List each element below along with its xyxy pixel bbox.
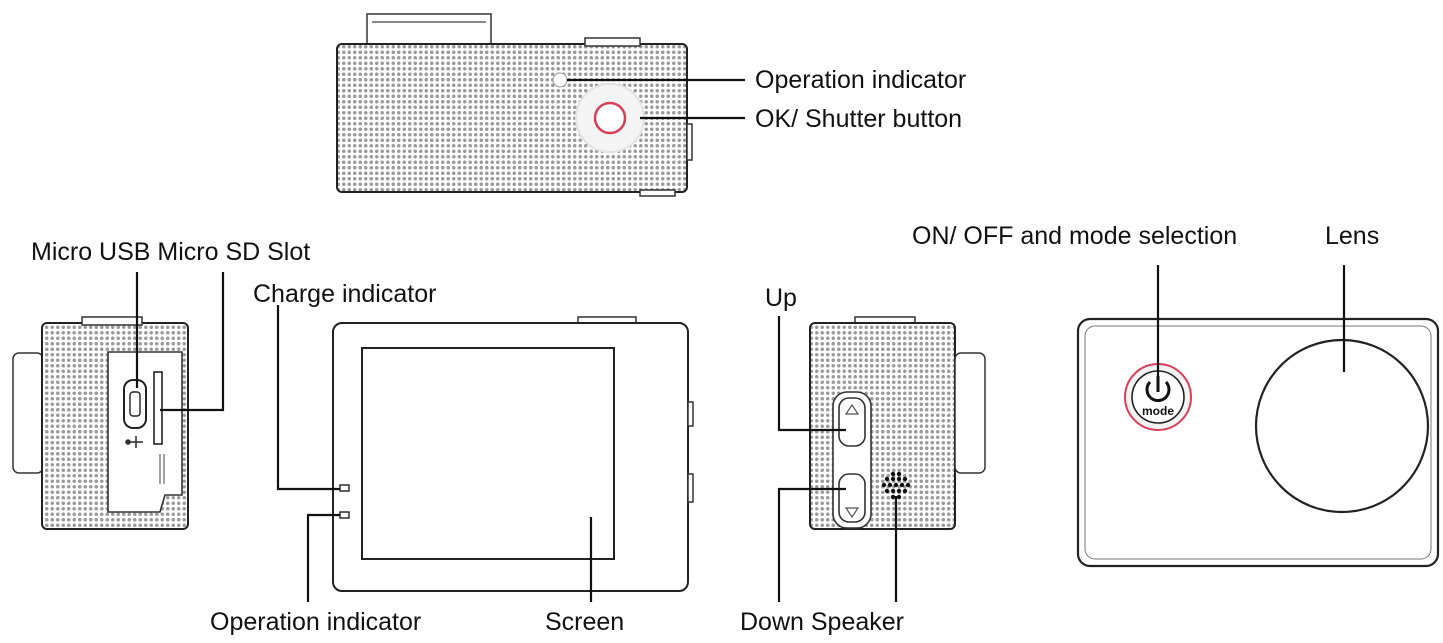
up-button[interactable] <box>838 397 866 447</box>
label-micro-usb-sd-slot: Micro USB Micro SD Slot <box>31 238 310 266</box>
back-side-clip-1 <box>687 401 694 427</box>
top-bottom-tab <box>639 189 676 197</box>
power-button-mode-text: mode <box>1142 404 1174 418</box>
screen <box>361 347 615 560</box>
label-lens: Lens <box>1325 222 1379 250</box>
leader-bottom-operation-indicator <box>306 513 340 602</box>
micro-sd-slot <box>153 371 163 445</box>
right-lens-housing <box>954 352 986 474</box>
top-rear-tab <box>584 37 641 47</box>
leader-up <box>777 316 846 432</box>
leader-micro-sd <box>160 272 225 412</box>
leader-down <box>777 487 846 602</box>
label-on-off-mode-selection: ON/ OFF and mode selection <box>912 222 1237 250</box>
usb-icon <box>125 436 143 448</box>
speaker-grille-icon <box>881 471 911 500</box>
back-side-clip-2 <box>687 473 694 503</box>
up-arrow-icon <box>844 403 860 415</box>
left-top-tab <box>81 316 143 326</box>
right-camera-body <box>809 322 956 530</box>
label-up: Up <box>765 284 797 312</box>
lens <box>1254 338 1430 514</box>
micro-usb-port <box>123 379 147 429</box>
label-top-operation-indicator: Operation indicator <box>755 66 966 94</box>
label-bottom-operation-indicator: Operation indicator <box>210 608 421 636</box>
left-lens-housing <box>12 352 44 474</box>
camera-left-side-view <box>12 316 189 530</box>
label-screen: Screen <box>545 608 624 636</box>
top-side-clip <box>686 123 693 161</box>
camera-right-side-view <box>809 316 986 530</box>
camera-top-view <box>336 13 693 197</box>
top-tab <box>366 13 492 47</box>
port-door <box>107 351 183 513</box>
sd-card-icon <box>159 454 165 484</box>
down-button[interactable] <box>838 473 866 523</box>
label-ok-shutter-button: OK/ Shutter button <box>755 105 962 133</box>
camera-front-view: mode <box>1076 317 1440 568</box>
operation-indicator-led <box>339 511 350 519</box>
label-charge-indicator: Charge indicator <box>253 280 436 308</box>
camera-back-view <box>332 316 694 592</box>
down-arrow-icon <box>844 507 860 519</box>
label-down-speaker: Down Speaker <box>740 608 904 636</box>
leader-charge-indicator <box>276 305 340 491</box>
ok-shutter-button[interactable] <box>593 101 627 135</box>
top-operation-indicator-led <box>552 72 568 88</box>
charge-indicator-led <box>339 484 350 492</box>
